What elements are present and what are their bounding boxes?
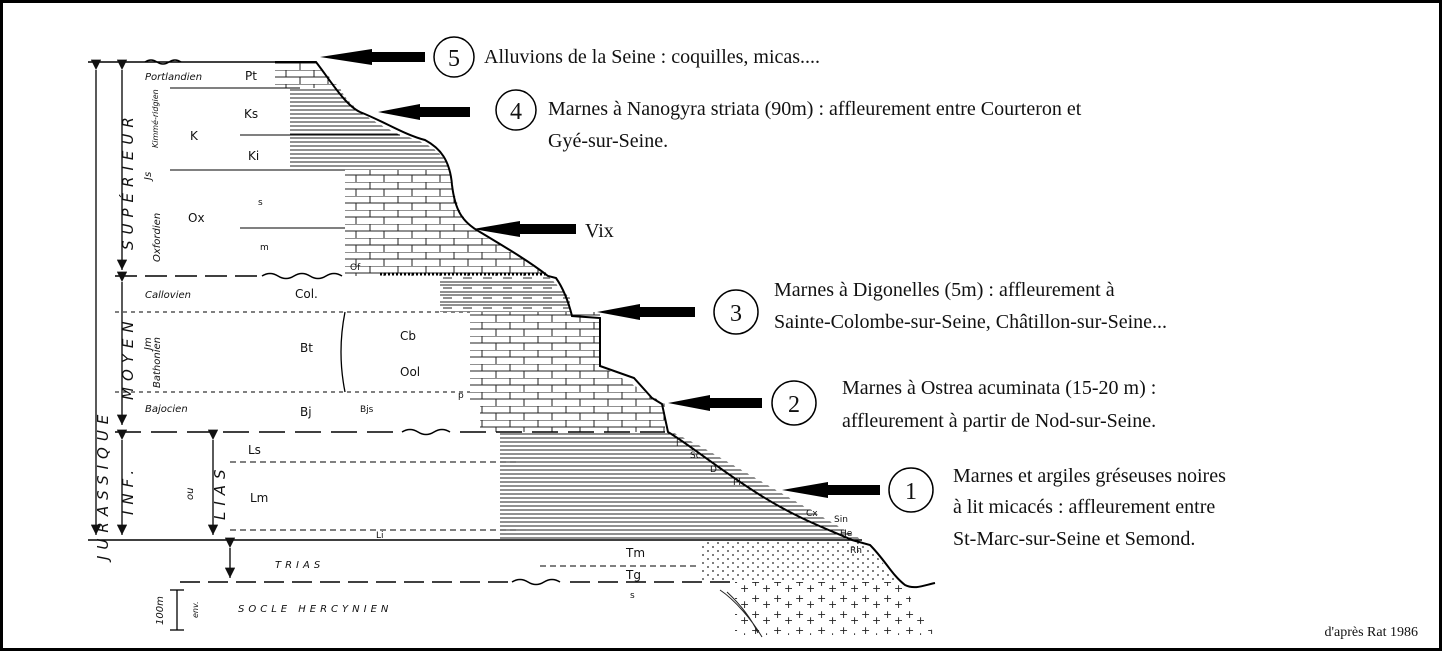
unit-bjs: Bjs [360,405,374,415]
era-moyen: MOYEN [119,315,137,400]
source-credit: d'après Rat 1986 [1324,625,1418,640]
unit-k: K [190,129,199,143]
annotation-2-text-line2: affleurement à partir de Nod-sur-Seine. [842,410,1156,432]
cliff-profile [275,61,936,589]
unit-ool: Ool [400,365,420,379]
marker-5-number: 5 [448,46,460,72]
annotation-3: 3 Marnes à Digonelles (5m) : affleuremen… [597,279,1167,335]
unit-pl: Pl [733,478,741,488]
era-js: Js [143,172,154,182]
annotation-1: 1 Marnes et argiles gréseuses noires à l… [782,465,1226,550]
annotation-4: 4 Marnes à Nanogyra striata (90m) : affl… [378,89,1082,152]
marker-4-number: 4 [510,99,522,125]
stage-callovien: Callovien [145,290,191,301]
stage-oxfordien: Oxfordien [152,213,163,262]
era-jurassique: JURASSIQUE [94,409,112,563]
unit-li: Li [376,531,384,541]
unit-ox: Ox [188,211,205,225]
era-superieur: SUPÉRIEUR [118,111,137,250]
annotation-3-text-line1: Marnes à Digonelles (5m) : affleurement … [774,279,1115,301]
annotation-4-text-line1: Marnes à Nanogyra striata (90m) : affleu… [548,98,1082,120]
era-brackets [90,59,346,631]
unit-m: m [260,243,269,253]
stage-bathonien: Bathonien [152,337,163,388]
stage-kimmeridgien: Kimmé-ridgien [150,89,160,148]
marker-3 [713,289,759,335]
lithology-fills [275,62,935,638]
annotation-1-text-line1: Marnes et argiles gréseuses noires [953,465,1226,487]
unit-lm: Lm [250,491,268,505]
era-trias: TRIAS [275,560,324,571]
annotation-5: 5 Alluvions de la Seine : coquilles, mic… [320,36,820,78]
annotation-vix-text: Vix [585,220,614,242]
unit-l: l [676,439,679,449]
arrow-5 [320,49,425,65]
annotation-1-text-line3: St-Marc-sur-Seine et Semond. [953,528,1195,550]
marker-1 [888,467,934,513]
stage-labels: Portlandien Kimmé-ridgien Oxfordien Call… [145,72,202,415]
unit-of: Of [350,263,361,273]
arrow-vix [473,221,576,237]
era-ou: ou [185,488,196,500]
unit-cx: Cx [806,509,818,519]
stage-portlandien: Portlandien [145,72,202,83]
arrow-1 [782,482,880,498]
arrow-3 [597,304,695,320]
unit-socle-s: s [630,591,635,601]
unit-ki: Ki [248,149,259,163]
era-inf: INF. [119,464,137,515]
annotation-2: 2 Marnes à Ostrea acuminata (15-20 m) : … [668,377,1156,432]
era-socle: SOCLE HERCYNIEN [238,604,392,615]
unit-tg: Tg [625,568,641,582]
unit-d: D [710,465,717,475]
arrow-2 [668,395,762,411]
marker-3-number: 3 [730,301,742,327]
unit-bj: Bj [300,405,312,419]
unit-ks: Ks [244,107,258,121]
unit-p: p [458,391,464,401]
unit-col: Col. [295,287,318,301]
marker-4 [495,89,537,131]
annotation-5-text: Alluvions de la Seine : coquilles, micas… [484,46,820,68]
unit-s: s [258,198,263,208]
unit-labels: Pt Ks K Ki s Ox m Of Col. Cb Bt Ool Bj B… [188,69,862,601]
unit-rh: Rh [850,546,862,556]
marker-2-number: 2 [788,392,800,418]
era-lias: LIAS [211,463,229,520]
marker-5 [433,36,475,78]
era-jm: Jm [143,337,154,352]
unit-bt: Bt [300,341,313,355]
marker-2 [771,380,817,426]
annotation-3-text-line2: Sainte-Colombe-sur-Seine, Châtillon-sur-… [774,311,1167,333]
unit-sc: Sc [690,451,701,461]
annotation-vix: Vix [473,220,614,242]
marker-1-number: 1 [905,479,917,505]
annotation-2-text-line1: Marnes à Ostrea acuminata (15-20 m) : [842,377,1156,399]
era-labels: JURASSIQUE SUPÉRIEUR Js MOYEN Jm INF. ou… [94,111,392,615]
arrow-4 [378,104,470,120]
scale-unit: env. [191,601,200,618]
unit-he: He [840,529,853,539]
unit-cb: Cb [400,329,416,343]
unit-tm: Tm [625,546,645,560]
scale-value: 100m [155,596,166,625]
annotation-1-text-line2: à lit micacés : affleurement entre [953,496,1215,518]
unit-sin: Sin [834,515,848,525]
annotation-4-text-line2: Gyé-sur-Seine. [548,130,668,152]
unit-ls: Ls [248,443,261,457]
unit-pt: Pt [245,69,257,83]
stage-bajocien: Bajocien [145,404,188,415]
